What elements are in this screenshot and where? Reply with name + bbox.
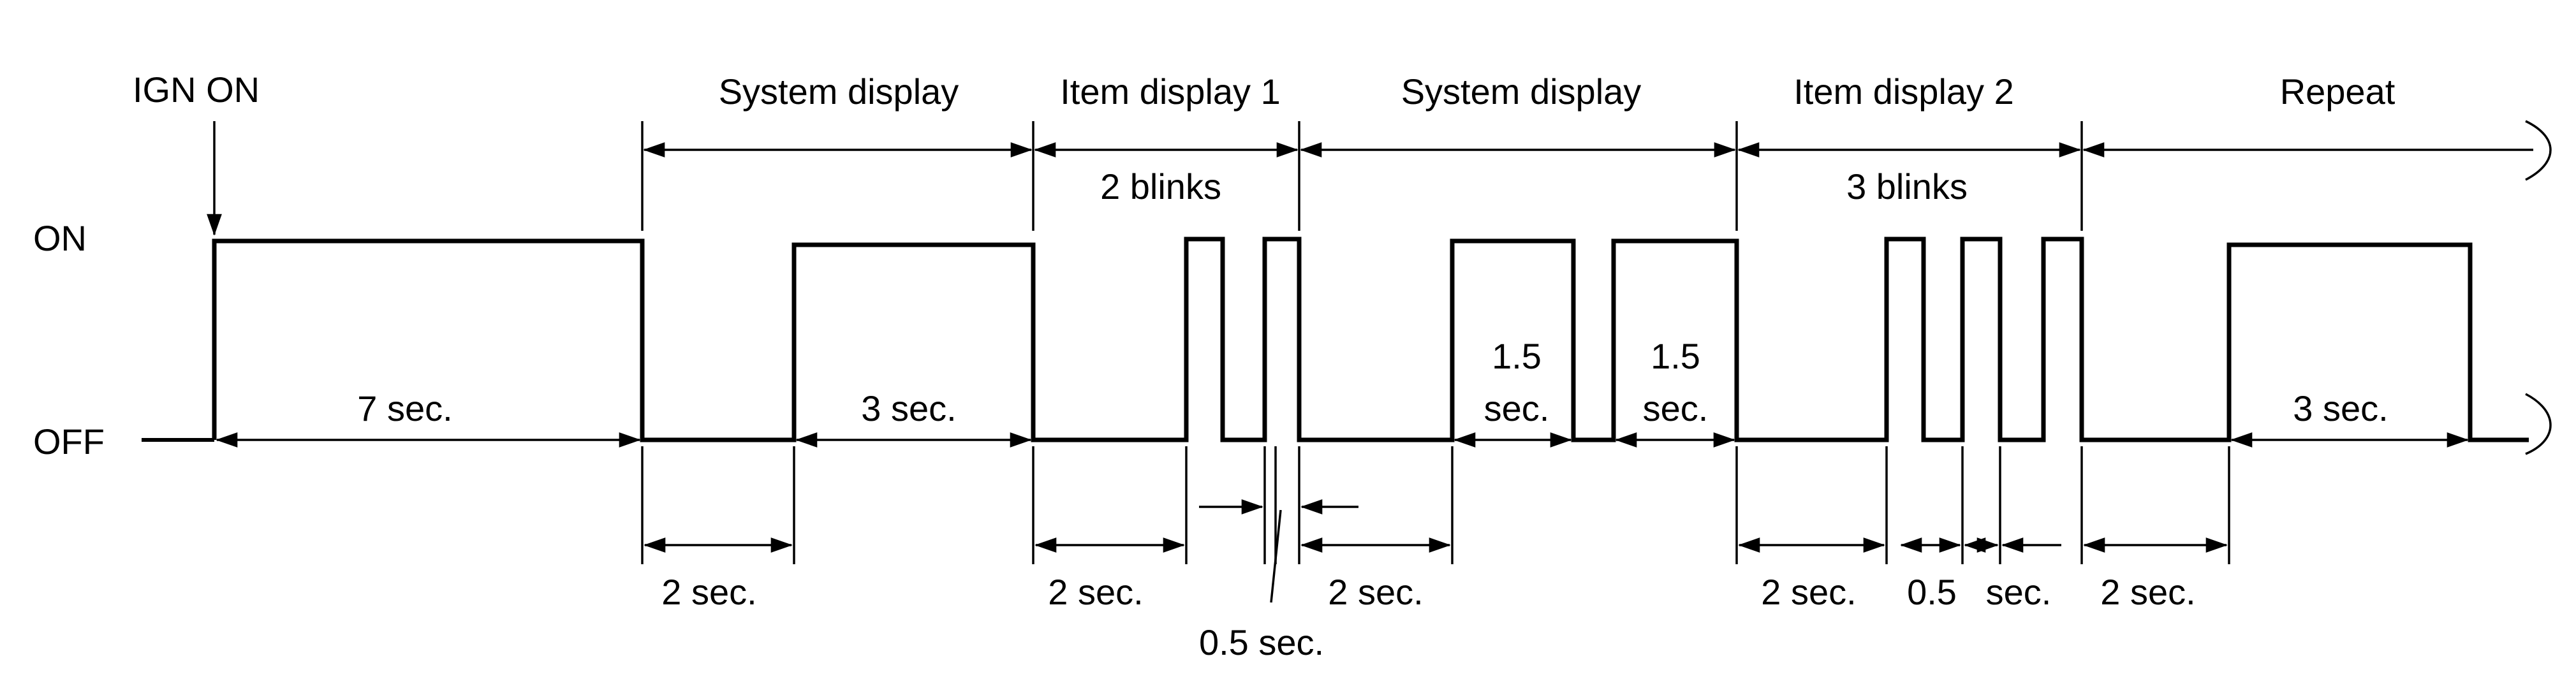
blink-gap-leader [1270,509,1282,603]
gap-label-5: 2 sec. [2100,572,2195,612]
phase-label-item-display-2: Item display 2 [1793,71,2014,112]
blink-gap-label-2-unit: sec. [1986,572,2052,612]
gap-label-1: 2 sec. [661,572,756,612]
duration-label-pulse-2-line-1: 1.5 [1651,336,1700,376]
phase-label-item-display-1: Item display 1 [1060,71,1281,112]
phase-label-system-display-2: System display [1401,71,1642,112]
gap-label-2: 2 sec. [1048,572,1143,612]
signal-waveform [212,237,2529,442]
phase-label-system-display-1: System display [719,71,959,112]
duration-label-pulse-2-line-2: sec. [1643,388,1709,428]
blink-count-item-2: 3 blinks [1846,166,1968,207]
duration-label-pulse-1-line-2: sec. [1484,388,1550,428]
phase-label-repeat: Repeat [2280,71,2396,112]
gap-label-3: 2 sec. [1328,572,1423,612]
blink-gap-label-1: 0.5 sec. [1199,622,1324,662]
duration-label-system-on: 3 sec. [861,388,956,428]
break-mark [2525,120,2552,181]
ign-on-label: IGN ON [133,69,260,110]
blink-gap-label-2-value: 0.5 [1907,572,1957,612]
break-mark [2525,393,2552,455]
duration-label-pulse-1-line-1: 1.5 [1492,336,1542,376]
duration-label-initial-on: 7 sec. [357,388,452,428]
duration-label-repeat-on: 3 sec. [2293,388,2388,428]
on-level-label: ON [33,218,87,258]
gap-label-4: 2 sec. [1761,572,1856,612]
off-level-label: OFF [33,421,105,462]
blink-count-item-1: 2 blinks [1100,166,1221,207]
